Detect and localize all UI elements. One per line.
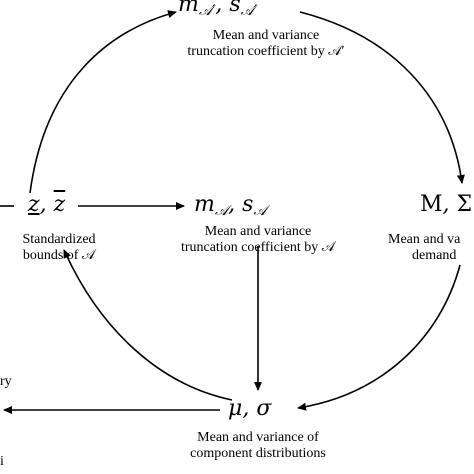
node-top-caption-line1: Mean and variance [212,28,320,43]
node-top-caption: Mean and variance truncation coefficient… [166,28,366,60]
arrow-left-to-top [29,10,177,194]
node-right-math: M, Σ [420,192,473,217]
arrow-right-to-bottom [297,264,461,411]
node-left-math: z, z [28,192,66,217]
left-edge-fragment-i: i [0,454,4,469]
node-right-caption: Mean and va demand [388,232,460,264]
node-right-caption-line1: Mean and va [388,232,461,247]
node-center-caption-line1: Mean and variance [204,224,312,239]
arrow-top-to-right [299,11,465,184]
node-top-caption-line2: truncation coefficient by 𝒜′ [187,44,345,60]
node-top-math: m𝒜′, s𝒜′ [178,0,258,19]
arrow-bottom-to-left [63,249,233,401]
node-bottom-caption-line2: component distributions [190,446,326,462]
node-center-caption-line2: truncation coefficient by 𝒜 [180,240,336,256]
node-bottom-math: μ, σ [228,396,272,421]
node-bottom-caption-line1: Mean and variance of [197,430,319,445]
node-left-caption-line2: bounds of 𝒜 [22,248,96,264]
node-left-caption-line1: Standardized [22,232,96,247]
node-left-caption: Standardized bounds of 𝒜 [4,232,114,264]
left-edge-fragment-ry: ry [0,374,12,389]
node-right-caption-line2: demand [412,248,457,264]
node-center-caption: Mean and variance truncation coefficient… [158,224,358,256]
node-center-math: m𝒜, s𝒜 [194,192,267,219]
node-bottom-caption: Mean and variance of component distribut… [158,430,358,462]
